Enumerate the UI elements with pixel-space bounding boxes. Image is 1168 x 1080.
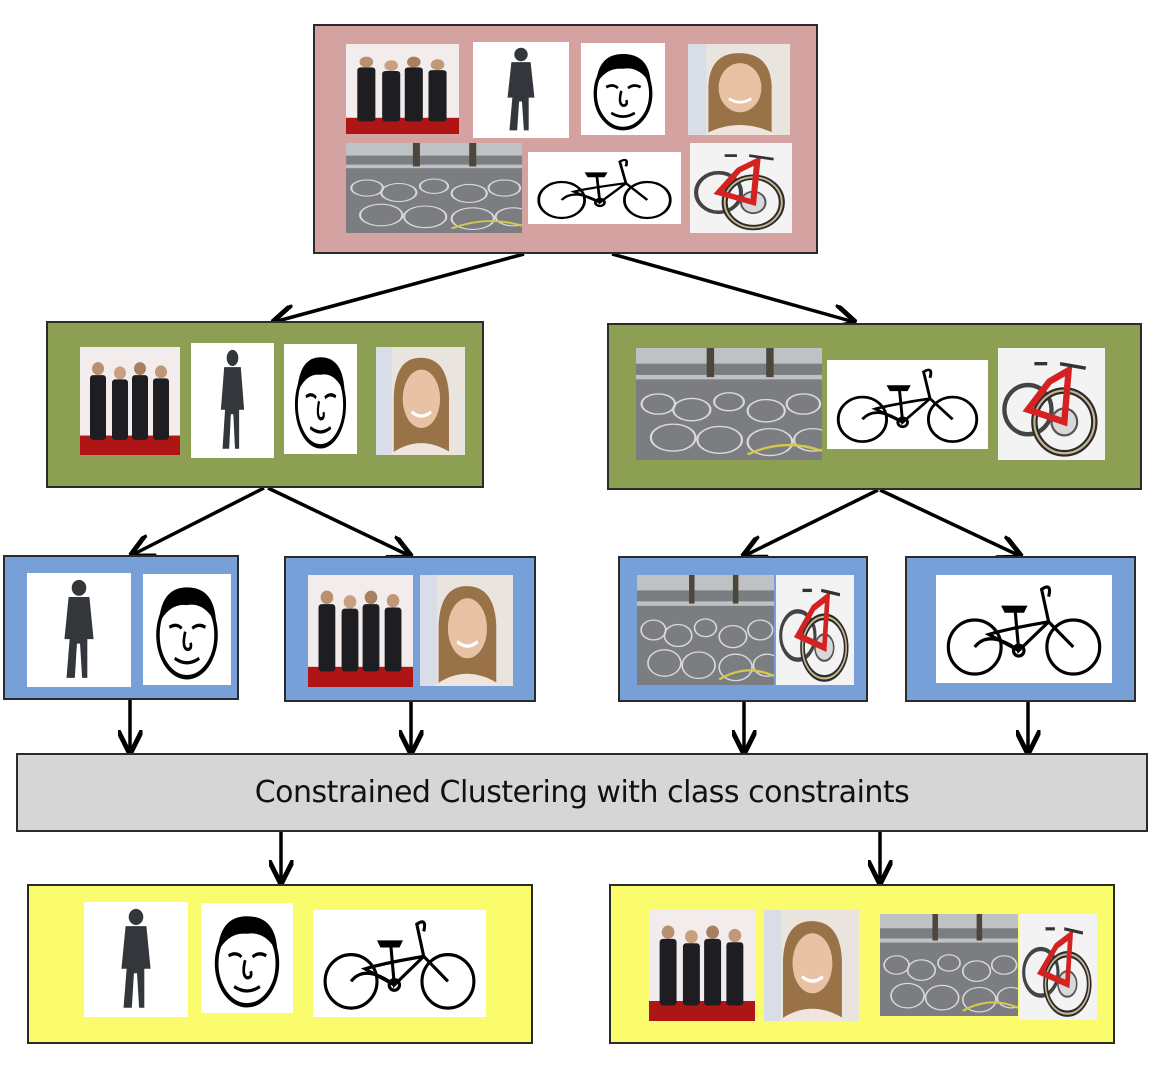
bike-sketch-image (827, 360, 988, 449)
portrait-image (420, 575, 513, 686)
sketch-face-image (201, 903, 293, 1013)
portrait-image (376, 347, 465, 455)
group-photo-image (346, 44, 459, 134)
arrow-people-to-photos (267, 486, 410, 556)
silhouette-image (84, 902, 188, 1017)
bike-crowd-image (637, 575, 774, 685)
bike-crowd-image (636, 348, 822, 460)
red-bike-image (1019, 914, 1097, 1020)
constrained-clustering-box: Constrained Clustering with class constr… (16, 753, 1148, 832)
sketch-face-image (143, 574, 231, 685)
portrait-image (688, 44, 790, 135)
bike-sketch-image (528, 152, 681, 224)
bikes-cluster-node (607, 323, 1142, 490)
group-photo-image (80, 347, 180, 455)
portrait-image (764, 910, 859, 1021)
bike-photos-subcluster-node (618, 556, 868, 702)
bike-crowd-image (880, 914, 1018, 1016)
silhouette-image (473, 42, 569, 138)
people-cluster-node (46, 321, 484, 488)
group-photo-image (649, 910, 755, 1021)
bike-sketch-subcluster-node (905, 556, 1136, 702)
red-bike-image (690, 143, 792, 233)
arrow-bikes-to-photos (744, 488, 879, 556)
sketch-face-image (581, 43, 665, 135)
arrow-root-to-people (274, 252, 525, 322)
arrow-root-to-bikes (611, 252, 854, 322)
arrow-bikes-to-sketch (879, 488, 1020, 556)
root-cluster-node (313, 24, 818, 254)
red-bike-image (998, 348, 1105, 460)
bike-sketch-image (313, 910, 486, 1017)
constrained-clustering-label: Constrained Clustering with class constr… (254, 775, 910, 810)
sketch-domain-output-node (27, 884, 533, 1044)
photo-domain-output-node (609, 884, 1115, 1044)
group-photo-image (308, 575, 413, 687)
red-bike-image (776, 575, 854, 685)
silhouette-image (191, 343, 274, 458)
bike-crowd-image (346, 143, 522, 233)
sketch-face-image (284, 344, 357, 454)
bike-sketch-image (936, 575, 1112, 683)
sketches-subcluster-node (3, 555, 239, 700)
arrow-people-to-sketches (132, 486, 265, 555)
silhouette-image (27, 573, 131, 687)
people-photos-subcluster-node (284, 556, 536, 702)
